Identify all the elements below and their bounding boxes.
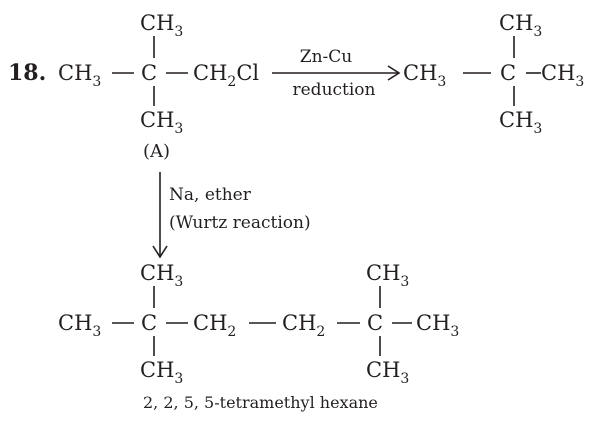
product-2: CH3 CH3 C CH2 CH2 C CH3 CH3 CH3 CH3 2, 2… <box>58 261 459 412</box>
product-2-name: 2, 2, 5, 5-tetramethyl hexane <box>143 393 378 412</box>
compound-a-label: (A) <box>143 141 170 162</box>
product-1-right-ch3: CH3 <box>541 61 584 90</box>
reaction-1-reagent: Zn-Cu <box>300 47 353 67</box>
product-2-right-ch3: CH3 <box>416 311 459 340</box>
compound-a-top-ch3: CH3 <box>140 11 183 40</box>
reaction-1-condition: reduction <box>293 80 376 100</box>
product-2-c2: C <box>367 311 383 335</box>
product-1-top-ch3: CH3 <box>499 11 542 40</box>
product-1-left-ch3: CH3 <box>403 61 446 90</box>
product-2-c1-bottom-ch3: CH3 <box>140 358 183 387</box>
question-number: 18. <box>8 60 46 86</box>
reaction-1-arrow-group: Zn-Cu reduction <box>272 47 401 100</box>
product-2-c2-top-ch3: CH3 <box>366 261 409 290</box>
reaction-1-arrow-head <box>387 65 401 81</box>
product-1-center-c: C <box>500 61 516 85</box>
product-2-c1-top-ch3: CH3 <box>140 261 183 290</box>
compound-a: CH3 CH3 C CH2Cl CH3 (A) <box>58 11 259 162</box>
compound-a-right-ch2cl: CH2Cl <box>193 61 259 90</box>
compound-a-left-ch3: CH3 <box>58 61 101 90</box>
compound-a-bottom-ch3: CH3 <box>140 108 183 137</box>
product-2-c2-bottom-ch3: CH3 <box>366 358 409 387</box>
reaction-2-arrow-head <box>152 245 168 259</box>
reaction-2-condition: (Wurtz reaction) <box>169 213 311 233</box>
reaction-2-arrow-group: Na, ether (Wurtz reaction) <box>152 172 311 259</box>
product-1: CH3 CH3 C CH3 CH3 <box>403 11 584 137</box>
product-2-mid-ch2-1: CH2 <box>193 311 236 340</box>
product-1-bottom-ch3: CH3 <box>499 108 542 137</box>
product-2-c1: C <box>141 311 157 335</box>
product-2-mid-ch2-2: CH2 <box>282 311 325 340</box>
reaction-2-reagent: Na, ether <box>169 185 252 205</box>
product-2-left-ch3: CH3 <box>58 311 101 340</box>
compound-a-center-c: C <box>141 61 157 85</box>
